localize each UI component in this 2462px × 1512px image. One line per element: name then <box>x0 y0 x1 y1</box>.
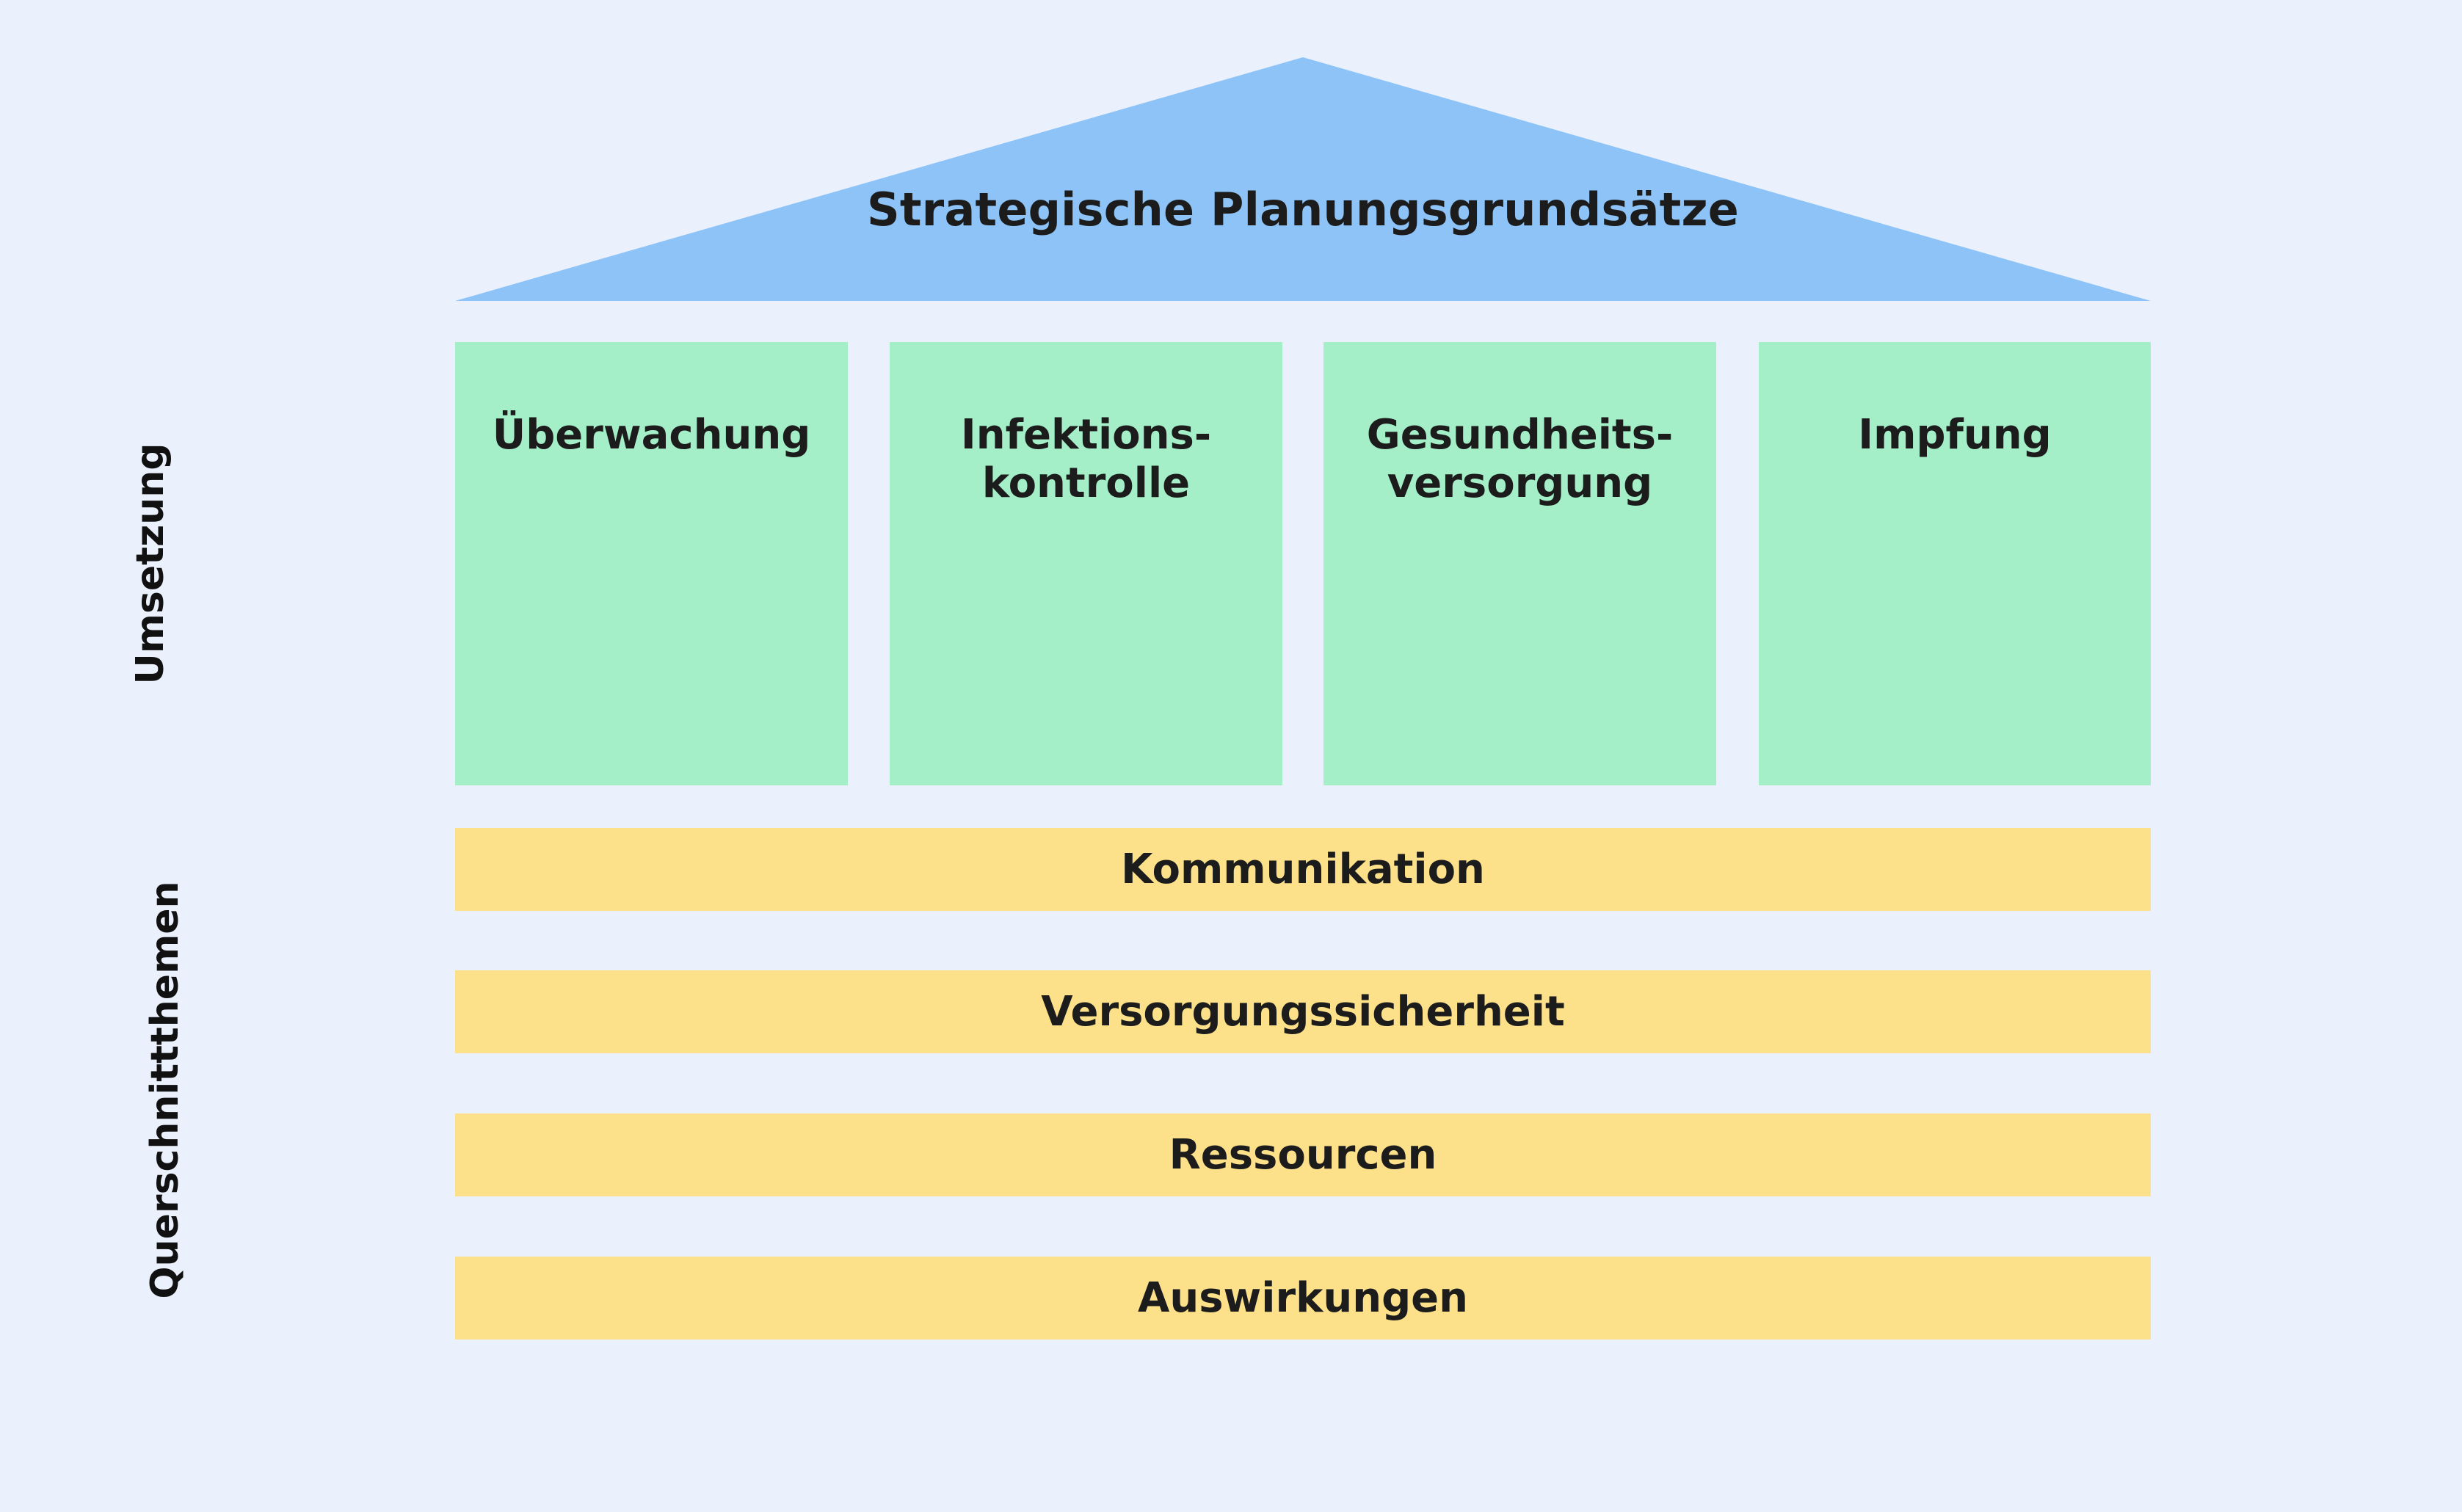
pillar-label: Gesundheits-versorgung <box>1366 411 1674 508</box>
crossbar-label: Kommunikation <box>1121 845 1485 893</box>
crossbar-supply-security[interactable]: Versorgungssicherheit <box>455 970 2151 1053</box>
pillar-vaccination[interactable]: Impfung <box>1759 342 2151 785</box>
pillar-label: Infektions-kontrolle <box>960 411 1212 508</box>
crossbar-impacts[interactable]: Auswirkungen <box>455 1257 2151 1340</box>
pillar-label: Überwachung <box>492 411 811 459</box>
pillar-healthcare[interactable]: Gesundheits-versorgung <box>1323 342 1716 785</box>
pandemic-preparedness-framework-diagram: Strategische Planungsgrundsätze Umsetzun… <box>0 0 2462 1340</box>
crossbar-resources[interactable]: Ressourcen <box>455 1113 2151 1196</box>
roof-label: Strategische Planungsgrundsätze <box>866 183 1739 236</box>
roof-section: Strategische Planungsgrundsätze <box>0 0 2462 316</box>
roof-triangle-icon <box>455 57 2151 301</box>
pillar-infection-control[interactable]: Infektions-kontrolle <box>890 342 1282 785</box>
pillar-surveillance[interactable]: Überwachung <box>455 342 848 785</box>
side-label-cross-cutting: Querschnittthemen <box>143 881 187 1299</box>
crossbar-communication[interactable]: Kommunikation <box>455 828 2151 911</box>
crossbar-label: Auswirkungen <box>1138 1273 1468 1322</box>
crossbar-label: Ressourcen <box>1169 1130 1437 1179</box>
pillar-label: Impfung <box>1858 411 2052 459</box>
crossbar-label: Versorgungssicherheit <box>1041 987 1565 1036</box>
